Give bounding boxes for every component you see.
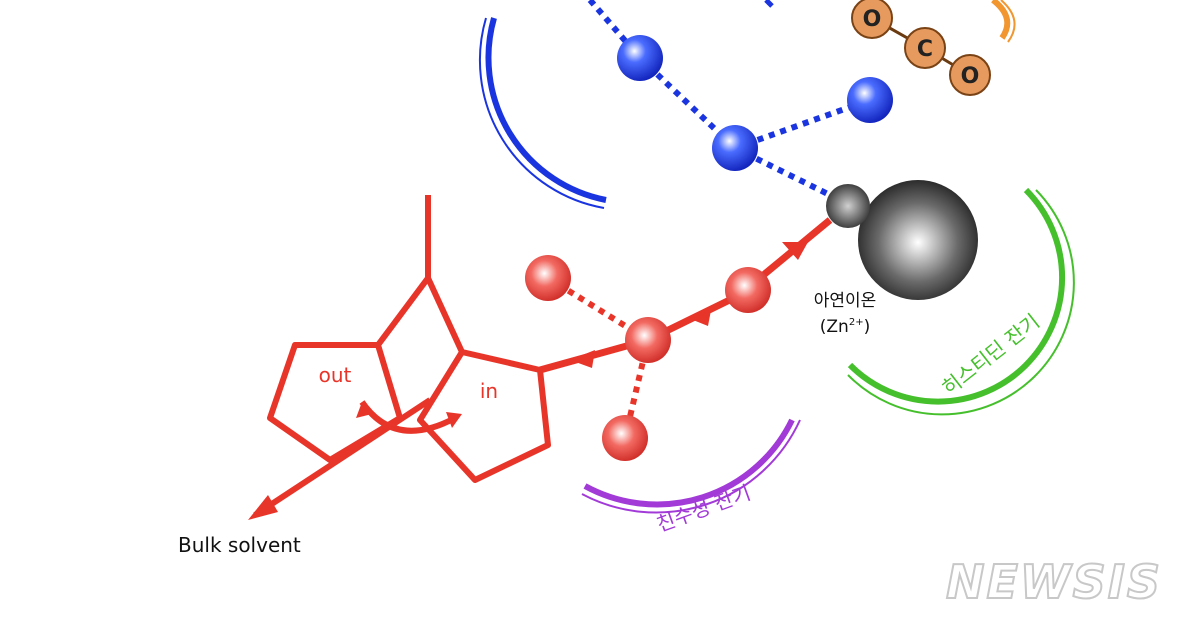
newsis-watermark: NEWSIS: [946, 555, 1162, 609]
proton-arrowhead-2: [688, 305, 712, 326]
water-atom-3: [625, 317, 671, 363]
co2-atom-o1: O: [851, 0, 893, 39]
zinc-ion-group: 아연이온 (Zn2+): [814, 180, 978, 337]
in-label: in: [480, 379, 498, 403]
water-chain: [525, 217, 833, 461]
in-ring: [417, 276, 551, 483]
blue-arc-inner: [478, 17, 605, 209]
svg-text:O: O: [961, 64, 980, 89]
shuttle-residue: [248, 195, 551, 520]
purple-arc: [583, 418, 795, 508]
histidine-label: 히스티딘 잔기: [937, 309, 1044, 400]
co2-atom-c: C: [904, 27, 946, 69]
co2-atom-o2: O: [949, 54, 991, 96]
bulk-solvent-label: Bulk solvent: [178, 533, 301, 557]
out-label: out: [319, 363, 352, 387]
proton-arrowhead-3: [570, 350, 595, 368]
hydrophilic-label: 친수성 잔기: [653, 480, 754, 536]
bulk-solvent-arrow: [253, 397, 432, 518]
blue-atom-3: [712, 125, 758, 171]
svg-text:O: O: [863, 7, 882, 32]
purple-arc-inner: [581, 419, 801, 514]
water-atom-1: [725, 267, 771, 313]
blue-arc: [485, 17, 607, 203]
zinc-formula: (Zn2+): [820, 317, 870, 337]
proton-arrowhead-1: [782, 242, 808, 260]
water-atom-2: [525, 255, 571, 301]
green-arc-outer: [847, 189, 1075, 416]
water-atom-4: [602, 415, 648, 461]
orange-arc: [991, 0, 1011, 40]
co2-molecule: O C O: [851, 0, 1016, 96]
svg-text:C: C: [917, 37, 933, 62]
blue-residue-group: [478, 0, 893, 209]
green-arc: [847, 187, 1066, 405]
blue-arc-top-stub: [764, 0, 774, 8]
zinc-label: 아연이온: [814, 291, 877, 311]
zinc-bound-small-atom: [826, 184, 870, 228]
blue-atom-1: [617, 35, 663, 81]
blue-atom-2: [847, 77, 893, 123]
orange-arc-inner: [1000, 0, 1016, 43]
zinc-ion: [858, 180, 978, 300]
